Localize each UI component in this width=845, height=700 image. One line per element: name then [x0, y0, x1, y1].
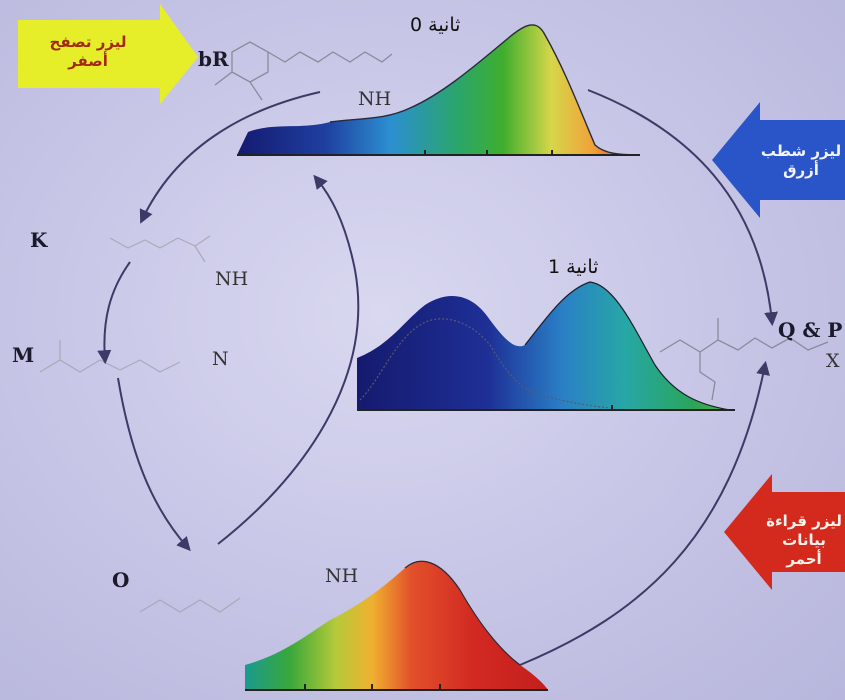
blue-laser-line1: ليزر شطب [760, 142, 842, 160]
cycle-arrows [97, 89, 779, 666]
state-label-QP: Q & P [778, 318, 843, 342]
group-label-nh-bR: NH [358, 88, 392, 110]
molecule-M [39, 340, 181, 373]
group-label-nh-O: NH [325, 565, 359, 587]
red-laser-label: ليزر قراءة بيانات أحمر [764, 512, 844, 569]
molecule-O [139, 597, 241, 613]
spectrum-O [245, 560, 548, 691]
blue-laser-label: ليزر شطب أزرق [760, 142, 842, 180]
spectrum-intermediate [357, 281, 735, 411]
red-laser-arrow [724, 474, 845, 590]
group-label-n-M: N [212, 348, 229, 370]
yellow-laser-line2: أصفر [68, 52, 108, 70]
time-label-1: 1 ثانية [548, 256, 599, 278]
state-label-bR: bR [198, 47, 229, 71]
red-laser-line2: بيانات أحمر [782, 531, 826, 568]
molecule-K [109, 235, 211, 263]
group-label-x-QP: X [826, 350, 840, 372]
spectrum-bR [237, 24, 641, 156]
blue-laser-line2: أزرق [783, 161, 819, 179]
arrow-K-to-M [97, 261, 131, 365]
state-label-K: K [30, 228, 48, 252]
yellow-laser-label: ليزر تصفح أصفر [28, 33, 148, 71]
yellow-laser-arrow [18, 4, 198, 104]
yellow-laser-line1: ليزر تصفح [49, 33, 127, 51]
blue-laser-arrow [712, 102, 845, 218]
arrow-bR-to-K [139, 91, 321, 224]
state-label-M: M [12, 343, 35, 367]
state-label-O: O [112, 568, 130, 592]
arrow-bR-to-QP [587, 89, 779, 327]
red-laser-line1: ليزر قراءة [766, 512, 842, 530]
arrow-M-to-O [117, 377, 191, 552]
molecule-bR [214, 41, 393, 101]
arrow-QP-to-bR [519, 360, 770, 666]
molecule-QP [659, 318, 829, 401]
group-label-nh-K: NH [215, 268, 249, 290]
time-label-0: 0 ثانية [410, 14, 461, 36]
arrow-O-to-bR [217, 174, 360, 545]
